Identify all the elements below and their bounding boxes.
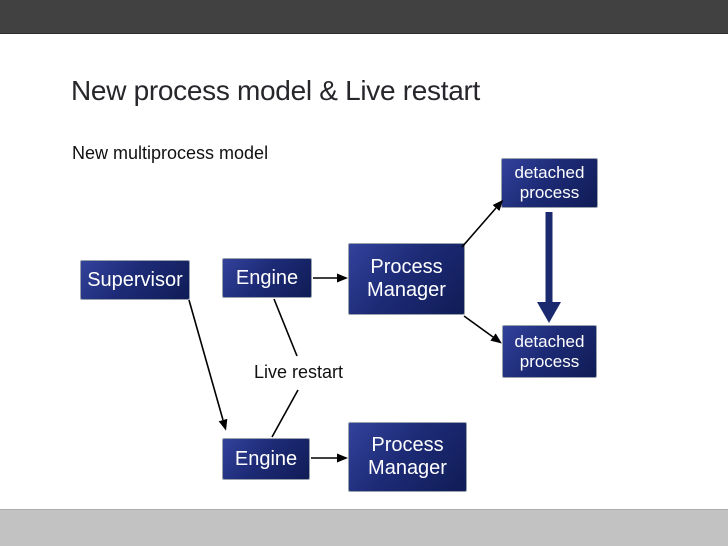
- node-detached-process-top: detached process: [501, 158, 598, 208]
- node-engine-top: Engine: [222, 258, 312, 298]
- slide-subtitle: New multiprocess model: [72, 143, 269, 163]
- thick-arrow-detached-top-to-detached-bottom: [537, 212, 561, 323]
- bottom-frame-bar: [0, 509, 728, 546]
- top-frame-bar: [0, 0, 728, 34]
- node-supervisor: Supervisor: [80, 260, 190, 300]
- node-process-manager-bottom: Process Manager: [348, 422, 467, 492]
- leader-line-engine-top-to-live-restart: [273, 298, 298, 357]
- slide-title: New process model & Live restart: [71, 75, 481, 106]
- node-process-manager-top: Process Manager: [348, 243, 465, 315]
- node-engine-bottom: Engine: [222, 438, 310, 480]
- arrow-process-manager-to-detached-top: [461, 199, 504, 248]
- leader-line-live-restart-to-engine-bottom: [271, 389, 299, 438]
- node-detached-process-bottom: detached process: [502, 325, 597, 378]
- arrow-process-manager-to-detached-bottom: [463, 315, 502, 344]
- live-restart-label: Live restart: [254, 362, 344, 382]
- arrow-supervisor-to-engine-bottom: [188, 299, 228, 431]
